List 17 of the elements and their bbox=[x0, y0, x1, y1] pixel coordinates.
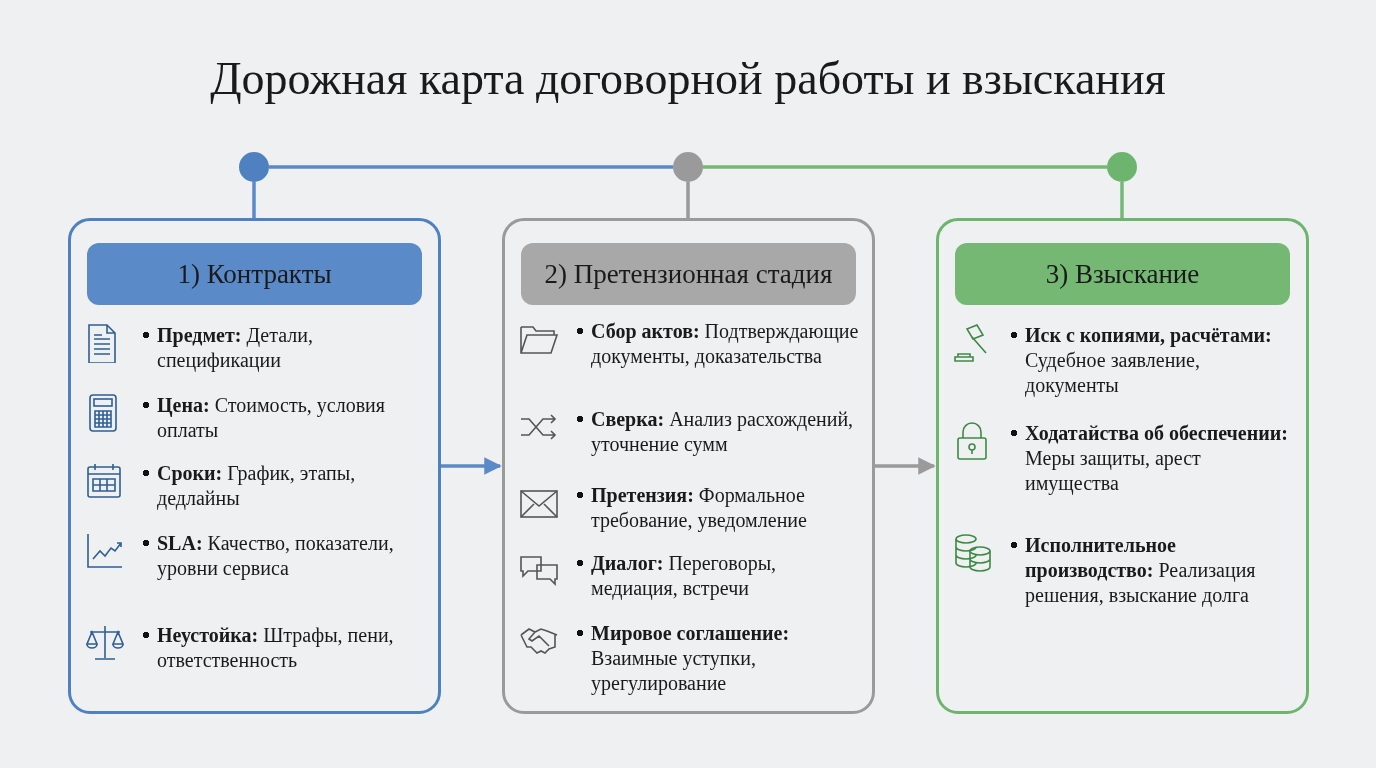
stage-panel bbox=[68, 218, 441, 714]
header-band: 3) Взыскание bbox=[955, 243, 1290, 305]
timeline-dot bbox=[673, 152, 703, 182]
arrow bbox=[441, 457, 502, 475]
connector-line bbox=[1120, 182, 1124, 218]
stage-panel bbox=[936, 218, 1309, 714]
title: Дорожная карта договорной работы и взыскания bbox=[209, 52, 1167, 105]
timeline-dot bbox=[239, 152, 269, 182]
connector-line bbox=[703, 165, 1107, 169]
header-band: 2) Претензионная стадия bbox=[521, 243, 856, 305]
connector-line bbox=[269, 165, 673, 169]
stage-panel bbox=[502, 218, 875, 714]
connector-line bbox=[252, 182, 256, 218]
timeline-dot bbox=[1107, 152, 1137, 182]
header-band: 1) Контракты bbox=[87, 243, 422, 305]
arrow bbox=[875, 457, 936, 475]
connector-line bbox=[686, 182, 690, 218]
